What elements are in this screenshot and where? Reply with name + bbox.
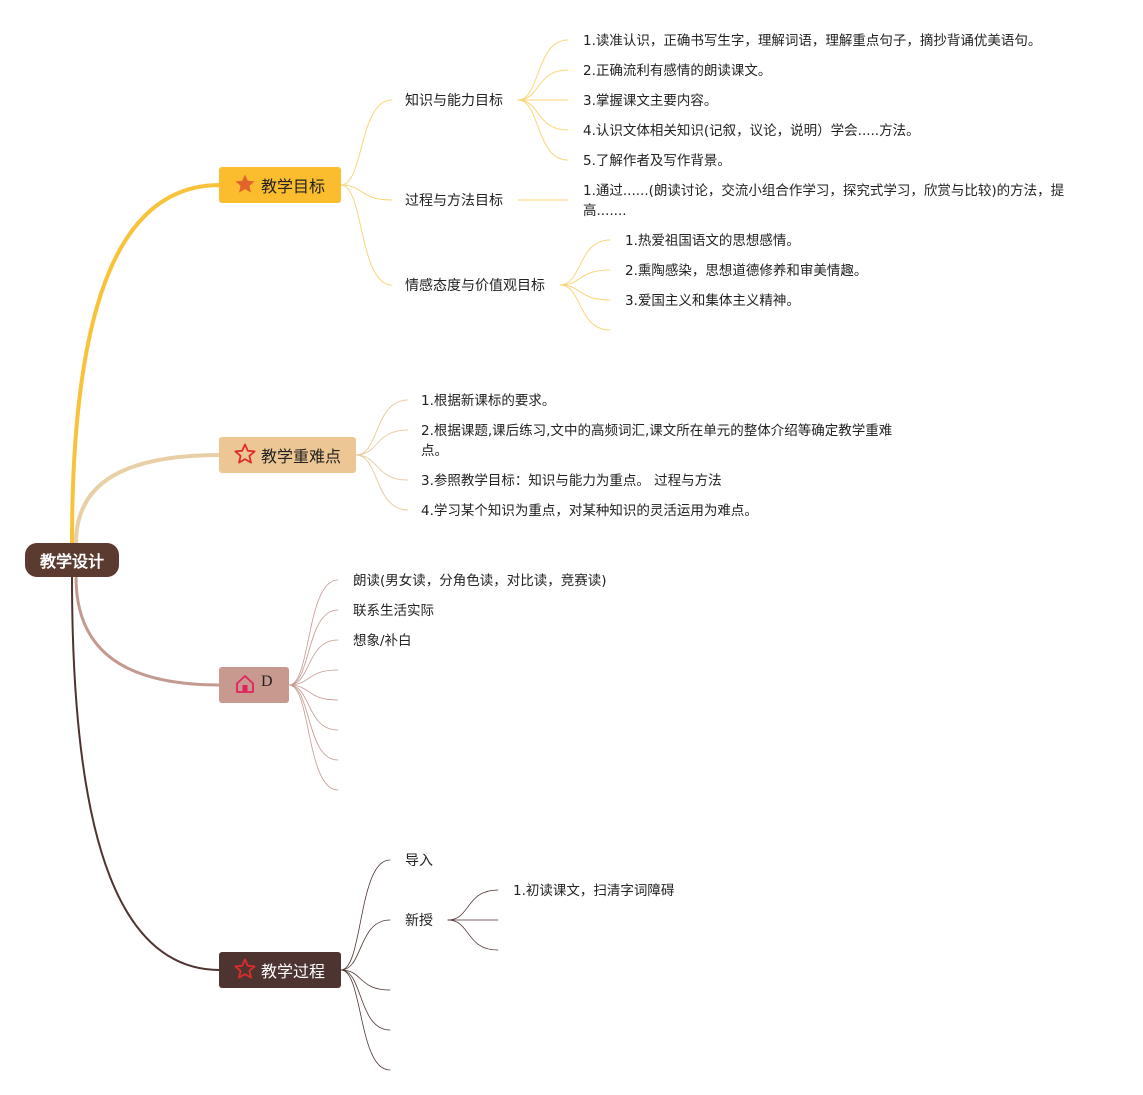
d-item-line-6	[288, 684, 339, 761]
branch-teaching-process[interactable]: 教学过程	[219, 952, 341, 988]
keypoint-item-line-1	[355, 429, 409, 456]
list-item[interactable]: 1.读准认识，正确书写生字，理解词语，理解重点句子，摘抄背诵优美语句。	[583, 33, 1042, 49]
list-item[interactable]: 2.熏陶感染，思想道德修养和审美情趣。	[625, 263, 868, 279]
new-item-line-2	[447, 919, 499, 951]
branch-label: 教学目标	[261, 177, 326, 196]
goal-to-knowledge-line	[340, 99, 393, 186]
list-item[interactable]: 1.热爱祖国语文的思想感情。	[625, 233, 800, 249]
knowledge-item-line-3	[517, 99, 569, 131]
d-item-line-5	[288, 684, 339, 731]
list-item[interactable]: 1.初读课文，扫清字词障碍	[513, 883, 675, 899]
list-item[interactable]: 2.根据课题,课后练习,文中的高频词汇,课文所在单元的整体介绍等确定教学重难点。	[421, 423, 893, 459]
emotion-item-line-2	[559, 284, 611, 301]
process-item-line-0	[340, 859, 391, 971]
branch-teaching-goals[interactable]: 教学目标	[219, 167, 341, 203]
root-label: 教学设计	[39, 552, 104, 571]
root-to-goal-line	[70, 183, 222, 545]
goal-to-emotion-line	[340, 184, 393, 286]
branch-d[interactable]: D	[219, 667, 289, 703]
star-outline-icon	[233, 442, 259, 468]
subtopic-process-method[interactable]: 过程与方法目标	[405, 193, 503, 209]
emotion-item-line-3	[559, 284, 611, 331]
branch-label: 教学重难点	[261, 447, 342, 466]
list-item[interactable]: 3.参照教学目标：知识与能力为重点。 过程与方法	[421, 473, 722, 489]
process-item-line-4	[340, 969, 391, 1071]
root-to-process-line	[71, 576, 221, 971]
list-item[interactable]: 4.认识文体相关知识(记叙，议论，说明）学会.....方法。	[583, 123, 920, 139]
emotion-item-line-0	[559, 239, 611, 286]
keypoint-item-line-3	[355, 454, 409, 511]
list-item[interactable]: 1.根据新课标的要求。	[421, 393, 556, 409]
knowledge-item-line-0	[517, 39, 569, 101]
keypoint-item-line-2	[355, 454, 409, 481]
d-item-line-1	[288, 609, 339, 686]
list-item[interactable]: 3.爱国主义和集体主义精神。	[625, 293, 800, 309]
root-to-keypoint-line	[74, 453, 222, 545]
d-item-line-4	[288, 684, 339, 701]
knowledge-item-line-1	[517, 69, 569, 101]
list-item[interactable]: 想象/补白	[353, 633, 412, 649]
subtopic-emotion-values[interactable]: 情感态度与价值观目标	[405, 278, 545, 294]
list-item[interactable]: 3.掌握课文主要内容。	[583, 93, 718, 109]
emotion-item-line-1	[559, 269, 611, 286]
root-node[interactable]: 教学设计	[25, 543, 119, 577]
keypoint-item-line-0	[355, 399, 409, 456]
list-item[interactable]: 5.了解作者及写作背景。	[583, 153, 731, 169]
branch-label: D	[261, 673, 273, 690]
process-item-line-1	[340, 919, 391, 971]
list-item[interactable]: 2.正确流利有感情的朗读课文。	[583, 63, 772, 79]
d-item-line-0	[288, 579, 339, 686]
process-item-line-2	[340, 969, 391, 991]
list-item[interactable]: 联系生活实际	[353, 603, 434, 619]
star-filled-icon	[233, 172, 259, 198]
star-outline-icon	[233, 957, 259, 983]
list-item[interactable]: 4.学习某个知识为重点，对某种知识的灵活运用为难点。	[421, 503, 758, 519]
subtopic-new-lesson[interactable]: 新授	[405, 913, 433, 929]
subtopic-intro[interactable]: 导入	[405, 853, 433, 869]
new-item-line-0	[447, 889, 499, 921]
process-item-line-3	[340, 969, 391, 1031]
subtopic-knowledge-ability[interactable]: 知识与能力目标	[405, 93, 503, 109]
knowledge-item-line-4	[517, 99, 569, 161]
root-to-d-line	[74, 575, 222, 687]
goal-to-method-line	[340, 184, 393, 201]
list-item[interactable]: 朗读(男女读，分角色读，对比读，竞赛读)	[353, 573, 607, 589]
branch-key-difficult-points[interactable]: 教学重难点	[219, 437, 356, 473]
d-item-line-2	[288, 639, 339, 686]
branch-label: 教学过程	[261, 962, 326, 981]
list-item[interactable]: 1.通过......(朗读讨论，交流小组合作学习，探究式学习，欣赏与比较)的方法…	[583, 183, 1065, 219]
home-icon	[233, 672, 259, 698]
d-item-line-7	[288, 684, 339, 791]
d-item-line-3	[288, 669, 339, 686]
